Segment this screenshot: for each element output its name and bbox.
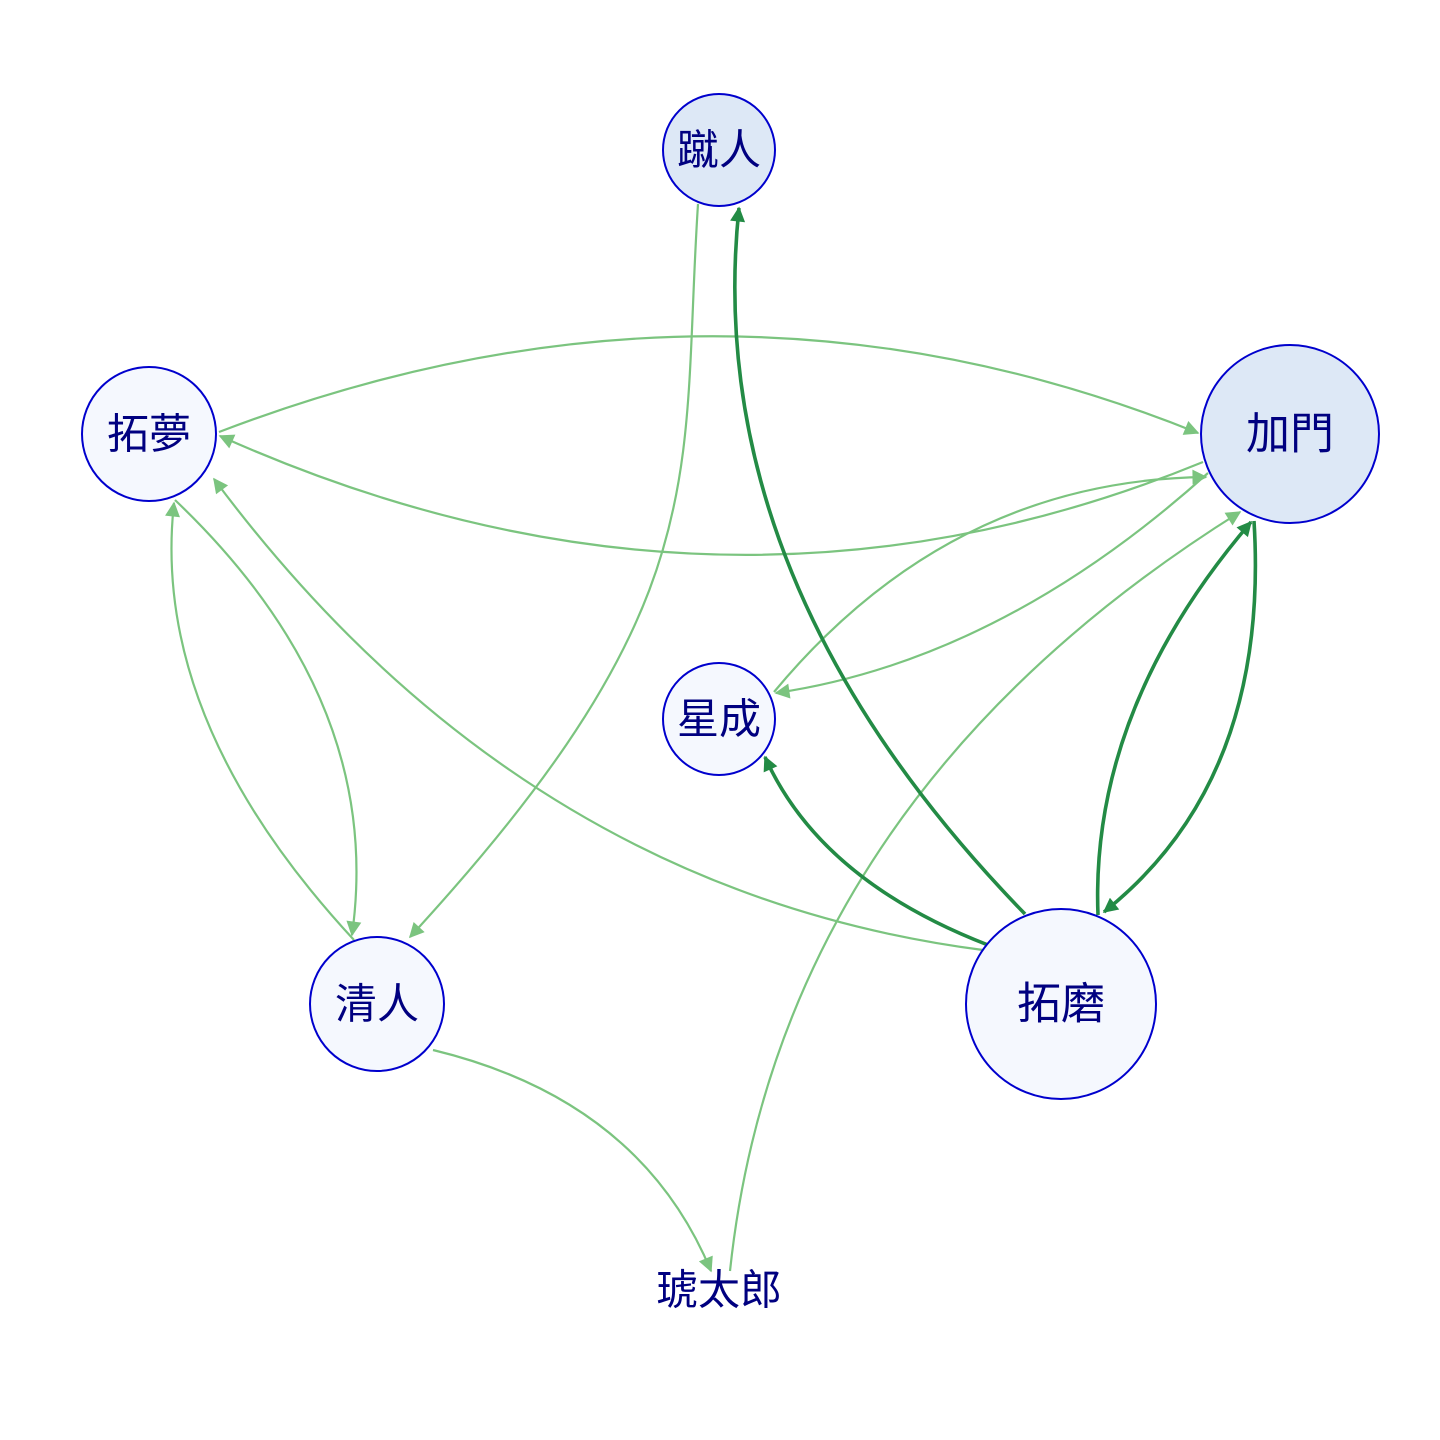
node-label: 星成 <box>677 695 761 744</box>
node-shuto: 蹴人 <box>662 93 776 207</box>
node-label: 拓夢 <box>107 410 191 459</box>
edge-kotaro-to-kamon <box>728 511 1242 1272</box>
edge-kamon-to-seisei <box>774 472 1209 699</box>
node-label: 拓磨 <box>1017 979 1105 1030</box>
node-circle <box>965 908 1157 1100</box>
edge-takumu-to-kiyoto <box>174 499 362 937</box>
node-label: 加門 <box>1246 409 1334 460</box>
node-circle <box>81 366 217 502</box>
node-kiyoto: 清人 <box>309 936 445 1072</box>
node-takuma: 拓磨 <box>965 908 1157 1100</box>
node-circle <box>309 936 445 1072</box>
edge-kiyoto-to-takumu <box>165 501 355 941</box>
edge-takuma-to-takumu <box>213 477 984 952</box>
edge-takuma-to-seisei <box>763 755 989 947</box>
edge-shuto-to-kiyoto <box>408 203 700 939</box>
edge-kamon-to-takuma <box>1102 520 1258 914</box>
node-label: 清人 <box>335 980 419 1029</box>
node-circle <box>662 662 776 776</box>
node-circle <box>662 93 776 207</box>
edge-kiyoto-to-kotaro <box>432 1048 713 1273</box>
node-circle <box>1200 344 1380 524</box>
node-label: 琥太郎 <box>656 1266 782 1315</box>
node-kotaro: 琥太郎 <box>656 1266 782 1315</box>
node-takumu: 拓夢 <box>81 366 217 502</box>
edge-kamon-to-takumu <box>218 434 1204 556</box>
node-kamon: 加門 <box>1200 344 1380 524</box>
edge-takuma-to-shuto <box>730 206 1027 916</box>
edge-seisei-to-kamon <box>773 469 1208 693</box>
node-label: 蹴人 <box>677 126 761 175</box>
edges-layer <box>165 203 1258 1273</box>
node-seisei: 星成 <box>662 662 776 776</box>
edge-takuma-to-kamon <box>1095 520 1253 916</box>
edge-takumu-to-kamon <box>218 335 1200 435</box>
